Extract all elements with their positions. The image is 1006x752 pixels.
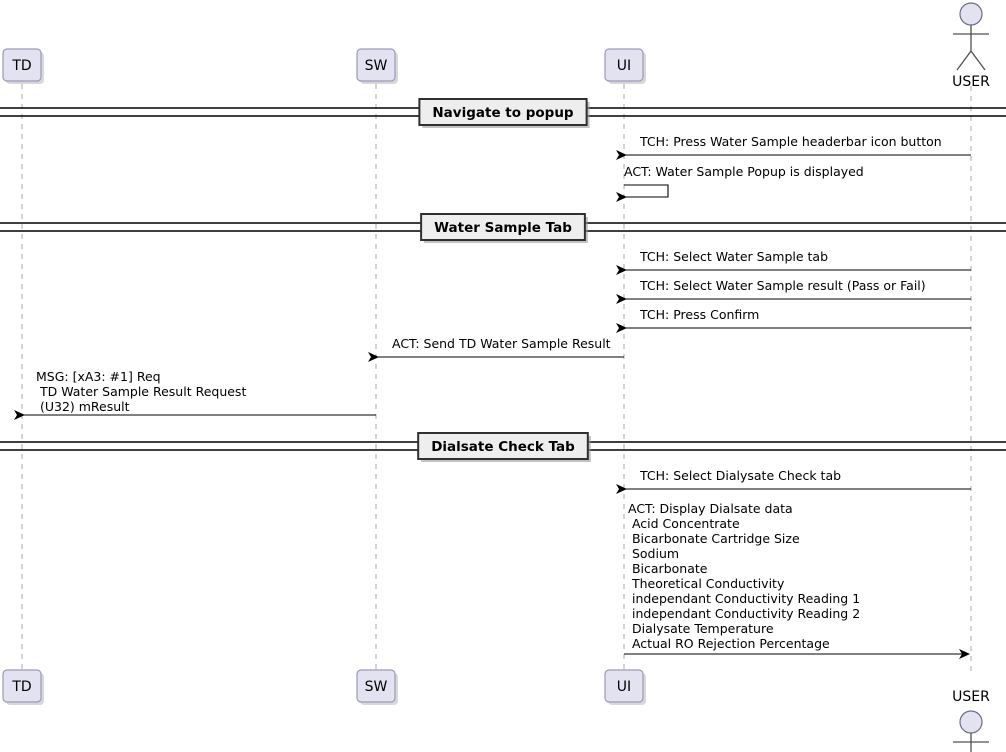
participant-box[interactable] [2, 48, 42, 82]
msg-td-water-sample-result-request: MSG: [xA3: #1] Req TD Water Sample Resul… [13, 369, 376, 420]
actor-label: USER [952, 689, 990, 705]
message-label-line: TCH: Press Water Sample headerbar icon b… [639, 134, 942, 149]
message-self-loop [616, 184, 669, 202]
participant-user[interactable]: USER [952, 689, 990, 752]
divider-navigate: Navigate to popup [0, 98, 1006, 128]
msg-display-dialysate-data: ACT: Display Dialsate data Acid Concentr… [624, 501, 970, 659]
message-label-line: Acid Concentrate [628, 516, 740, 531]
actor-leg-left [956, 50, 972, 71]
actor-head-icon [959, 2, 983, 26]
participant-ui[interactable]: UI [604, 669, 646, 705]
divider-box [417, 432, 589, 460]
participant-sw[interactable]: SW [356, 48, 398, 84]
participant-sw[interactable]: SW [356, 669, 398, 705]
msg-select-water-sample-tab: TCH: Select Water Sample tab [616, 249, 971, 275]
participant-ui[interactable]: UI [604, 48, 646, 84]
message-label: TCH: Select Water Sample tab [639, 249, 828, 264]
message-label-line: Sodium [628, 546, 679, 561]
participant-label: UI [617, 58, 631, 74]
actor-leg-right [970, 50, 986, 71]
participant-box[interactable] [356, 48, 396, 82]
divider-water: Water Sample Tab [0, 213, 1006, 243]
message-label: ACT: Display Dialsate data Acid Concentr… [628, 501, 860, 651]
message-label: ACT: Water Sample Popup is displayed [624, 164, 864, 179]
message-label: ACT: Send TD Water Sample Result [392, 336, 611, 351]
message-label-line: Theoretical Conductivity [628, 576, 785, 591]
message-label-line: Dialysate Temperature [628, 621, 774, 636]
message-label: TCH: Press Water Sample headerbar icon b… [639, 134, 942, 149]
participant-box[interactable] [356, 669, 396, 703]
actor-head-icon [959, 710, 983, 734]
message-label-line: Bicarbonate [628, 561, 708, 576]
message-label-line: (U32) mResult [36, 399, 130, 414]
participant-box[interactable] [604, 48, 644, 82]
divider-dialsate: Dialsate Check Tab [0, 432, 1006, 462]
participant-label: TD [11, 58, 31, 74]
participant-label: TD [11, 679, 31, 695]
message-label: TCH: Press Confirm [639, 307, 759, 322]
messages-group: TCH: Press Water Sample headerbar icon b… [13, 134, 971, 659]
message-label-line: TCH: Press Confirm [639, 307, 759, 322]
message-label-line: TCH: Select Water Sample tab [639, 249, 828, 264]
msg-select-water-sample-result: TCH: Select Water Sample result (Pass or… [616, 278, 971, 304]
message-label-line: ACT: Water Sample Popup is displayed [624, 164, 864, 179]
participants-group: TD TD SW SW UI UI USER USER [2, 2, 990, 752]
message-label-line: TCH: Select Dialysate Check tab [639, 468, 841, 483]
participant-label: SW [365, 58, 388, 74]
message-label-line: Bicarbonate Cartridge Size [628, 531, 800, 546]
participant-label: UI [617, 679, 631, 695]
message-label: TCH: Select Dialysate Check tab [639, 468, 841, 483]
participant-label: SW [365, 679, 388, 695]
divider-box [418, 98, 588, 126]
message-label: TCH: Select Water Sample result (Pass or… [639, 278, 926, 293]
message-label-line: Actual RO Rejection Percentage [628, 636, 830, 651]
message-label-line: TCH: Select Water Sample result (Pass or… [639, 278, 926, 293]
msg-press-water-sample-icon: TCH: Press Water Sample headerbar icon b… [616, 134, 971, 160]
message-label: MSG: [xA3: #1] Req TD Water Sample Resul… [36, 369, 246, 414]
message-label-line: ACT: Display Dialsate data [628, 501, 793, 516]
divider-box [420, 213, 586, 241]
msg-press-confirm: TCH: Press Confirm [616, 307, 971, 333]
message-label-line: independant Conductivity Reading 1 [628, 591, 860, 606]
participant-td[interactable]: TD [2, 669, 44, 705]
message-label-line: MSG: [xA3: #1] Req [36, 369, 161, 384]
msg-select-dialysate-check-tab: TCH: Select Dialysate Check tab [616, 468, 971, 494]
msg-water-sample-popup-displayed: ACT: Water Sample Popup is displayed [616, 164, 864, 202]
participant-td[interactable]: TD [2, 48, 44, 84]
message-label-line: independant Conductivity Reading 2 [628, 606, 860, 621]
actor-label: USER [952, 74, 990, 90]
message-label-line: TD Water Sample Result Request [36, 384, 246, 399]
participant-box[interactable] [604, 669, 644, 703]
message-label-line: ACT: Send TD Water Sample Result [392, 336, 611, 351]
divider-label: Dialsate Check Tab [431, 439, 575, 455]
participant-user[interactable]: USER [952, 2, 990, 90]
participant-box[interactable] [2, 669, 42, 703]
divider-label: Navigate to popup [432, 105, 574, 121]
lifelines-group [21, 84, 972, 676]
msg-send-td-water-sample-result: ACT: Send TD Water Sample Result [368, 336, 624, 362]
divider-label: Water Sample Tab [434, 220, 572, 236]
